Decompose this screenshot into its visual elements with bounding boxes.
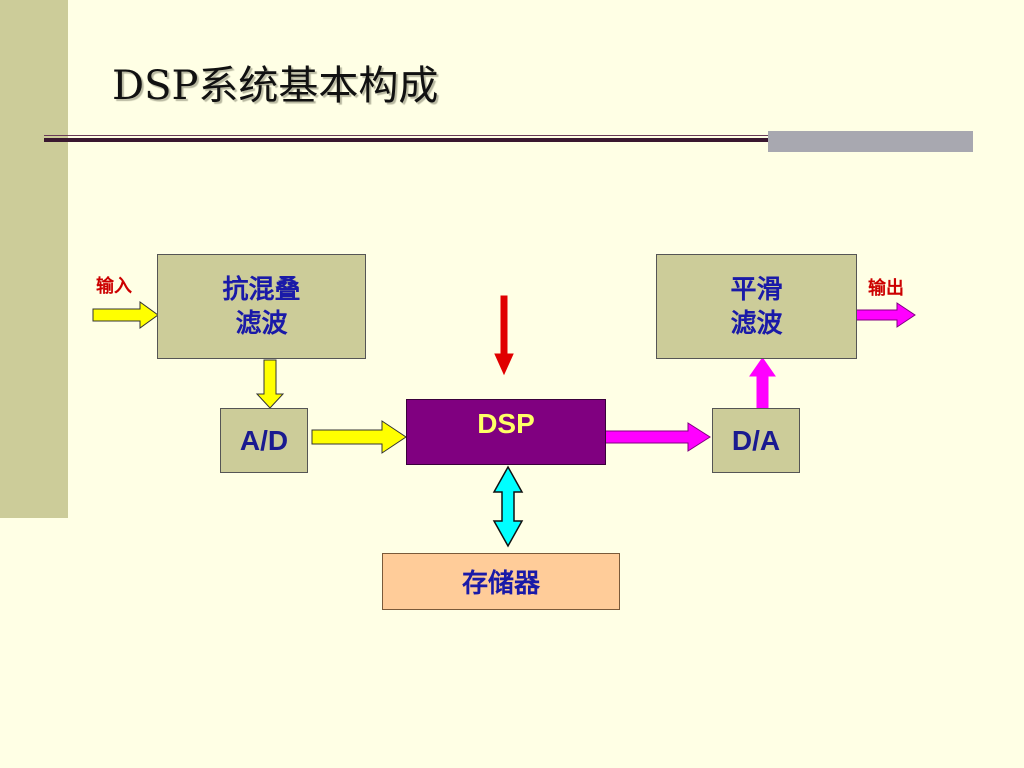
dac-to-filter-arrow — [749, 357, 776, 410]
output-label: 输出 — [868, 278, 904, 299]
input-arrow — [92, 301, 159, 329]
adc-box: A/D — [220, 408, 308, 473]
title-rule — [44, 138, 972, 142]
dsp-box: DSP — [406, 399, 606, 465]
adc-to-dsp-arrow — [311, 420, 407, 454]
dsp-to-dac-arrow — [601, 422, 711, 452]
anti-alias-filter-box: 抗混叠 滤波 — [157, 254, 366, 359]
title-rule-accent — [768, 131, 973, 152]
filter-to-adc-arrow — [255, 359, 285, 409]
slide-side-band — [0, 0, 68, 518]
dsp-memory-arrow — [492, 465, 524, 548]
control-arrow — [494, 295, 514, 376]
memory-box: 存储器 — [382, 553, 620, 610]
input-label: 输入 — [96, 276, 132, 297]
output-arrow — [850, 302, 916, 328]
slide-title: DSP系统基本构成 — [112, 63, 439, 109]
smoothing-filter-box: 平滑 滤波 — [656, 254, 857, 359]
title-rule-thin — [44, 135, 972, 136]
dac-box: D/A — [712, 408, 800, 473]
